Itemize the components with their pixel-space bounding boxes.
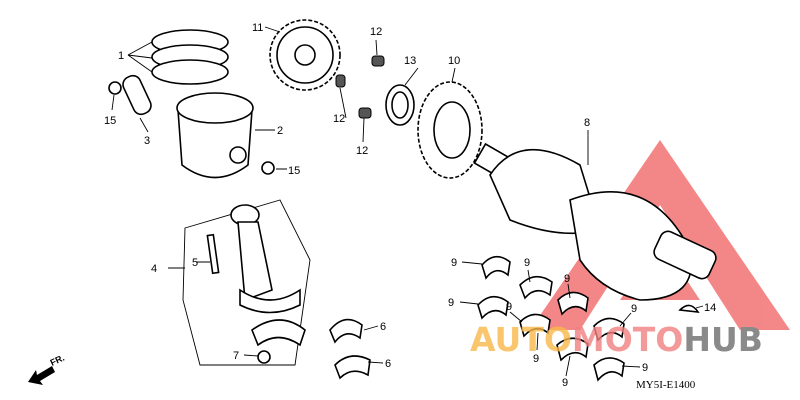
callout-9: 9 bbox=[448, 297, 454, 309]
callout-1: 1 bbox=[118, 50, 124, 62]
callout-9: 9 bbox=[631, 303, 637, 315]
callout-8: 8 bbox=[584, 117, 590, 129]
callout-13: 13 bbox=[404, 55, 416, 67]
conrod-group-outline bbox=[182, 199, 311, 366]
washer-hole bbox=[391, 91, 409, 119]
watermark-text: AUTOMOTOHUB bbox=[470, 320, 763, 359]
callout-12: 12 bbox=[356, 145, 368, 157]
spring-12 bbox=[358, 107, 372, 119]
bearing-6 bbox=[334, 355, 371, 380]
callout-15: 15 bbox=[288, 165, 300, 177]
callout-6: 6 bbox=[385, 358, 391, 370]
callout-9: 9 bbox=[564, 273, 570, 285]
callout-12: 12 bbox=[333, 113, 345, 125]
callout-11: 11 bbox=[252, 22, 263, 34]
bearing-6 bbox=[329, 318, 363, 344]
watermark-moto: MOTO bbox=[572, 320, 683, 359]
callout-14: 14 bbox=[704, 302, 716, 314]
piston-2 bbox=[176, 92, 254, 179]
callout-9: 9 bbox=[533, 353, 539, 365]
front-direction-arrow-icon: FR. bbox=[28, 353, 66, 385]
gear-11 bbox=[269, 19, 341, 91]
clip-15 bbox=[261, 161, 275, 175]
callout-2: 2 bbox=[277, 125, 283, 137]
clip-15 bbox=[108, 81, 122, 95]
callout-10: 10 bbox=[448, 55, 460, 67]
callout-12: 12 bbox=[370, 26, 382, 38]
callout-15: 15 bbox=[104, 115, 116, 127]
callout-9: 9 bbox=[562, 377, 568, 389]
key-14 bbox=[678, 304, 700, 313]
callout-9: 9 bbox=[524, 257, 530, 269]
connecting-rod bbox=[230, 204, 306, 347]
callout-5: 5 bbox=[192, 257, 198, 269]
callout-7: 7 bbox=[233, 350, 239, 362]
leader-lines bbox=[111, 26, 704, 377]
callout-4: 4 bbox=[151, 263, 157, 275]
spring-12 bbox=[371, 55, 385, 67]
callout-3: 3 bbox=[144, 135, 150, 147]
spring-12 bbox=[335, 74, 346, 88]
nut-7 bbox=[257, 350, 271, 364]
watermark-hub: HUB bbox=[683, 320, 763, 359]
front-label: FR. bbox=[49, 353, 66, 368]
bolt-5 bbox=[206, 233, 220, 275]
bearings-9 bbox=[477, 255, 625, 382]
piston-pin-3 bbox=[122, 74, 152, 116]
callout-9: 9 bbox=[451, 257, 457, 269]
callout-9: 9 bbox=[506, 301, 512, 313]
piston-rings bbox=[151, 29, 229, 85]
crankshaft-8 bbox=[473, 142, 717, 301]
watermark-auto: AUTO bbox=[470, 320, 572, 359]
callout-9: 9 bbox=[642, 362, 648, 374]
diagram-code: MY5I-E1400 bbox=[636, 379, 696, 391]
callout-6: 6 bbox=[380, 321, 386, 333]
gear-10 bbox=[417, 81, 483, 179]
